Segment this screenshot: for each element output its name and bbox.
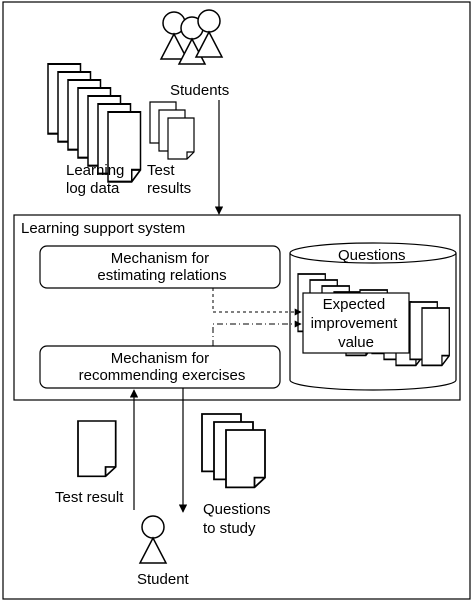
recommending-exercises-label: Mechanism for recommending exercises	[79, 350, 246, 384]
test-result-label: Test result	[55, 489, 124, 506]
learning-support-system-box	[13, 214, 461, 401]
recommending-exercises-box	[39, 345, 281, 389]
students-label: Students	[170, 82, 229, 99]
expected-improvement-label: Expected improvement value	[311, 296, 402, 351]
questions-database-label: Questions	[338, 247, 406, 264]
test-results-label: Test results	[147, 162, 191, 197]
learning-log-data-label: Learning log data	[66, 162, 129, 197]
value-recommend-dashdot-line	[212, 320, 302, 346]
learning-support-system-title: Learning support system	[21, 220, 185, 237]
expected-improvement-box	[302, 292, 410, 354]
student-icon	[139, 515, 167, 564]
test-result-document-icon	[77, 420, 117, 478]
questions-to-study-label: Questions to study	[203, 501, 275, 537]
test-results-stack-icon	[149, 101, 195, 160]
questions-to-study-stack-icon	[201, 413, 266, 489]
student-label: Student	[137, 571, 190, 588]
students-group-icon	[160, 9, 223, 65]
estimating-relations-label: Mechanism for estimating relations	[97, 250, 226, 284]
estimating-relations-box	[39, 245, 281, 289]
estimate-to-value-dashed-arrow	[212, 288, 302, 316]
